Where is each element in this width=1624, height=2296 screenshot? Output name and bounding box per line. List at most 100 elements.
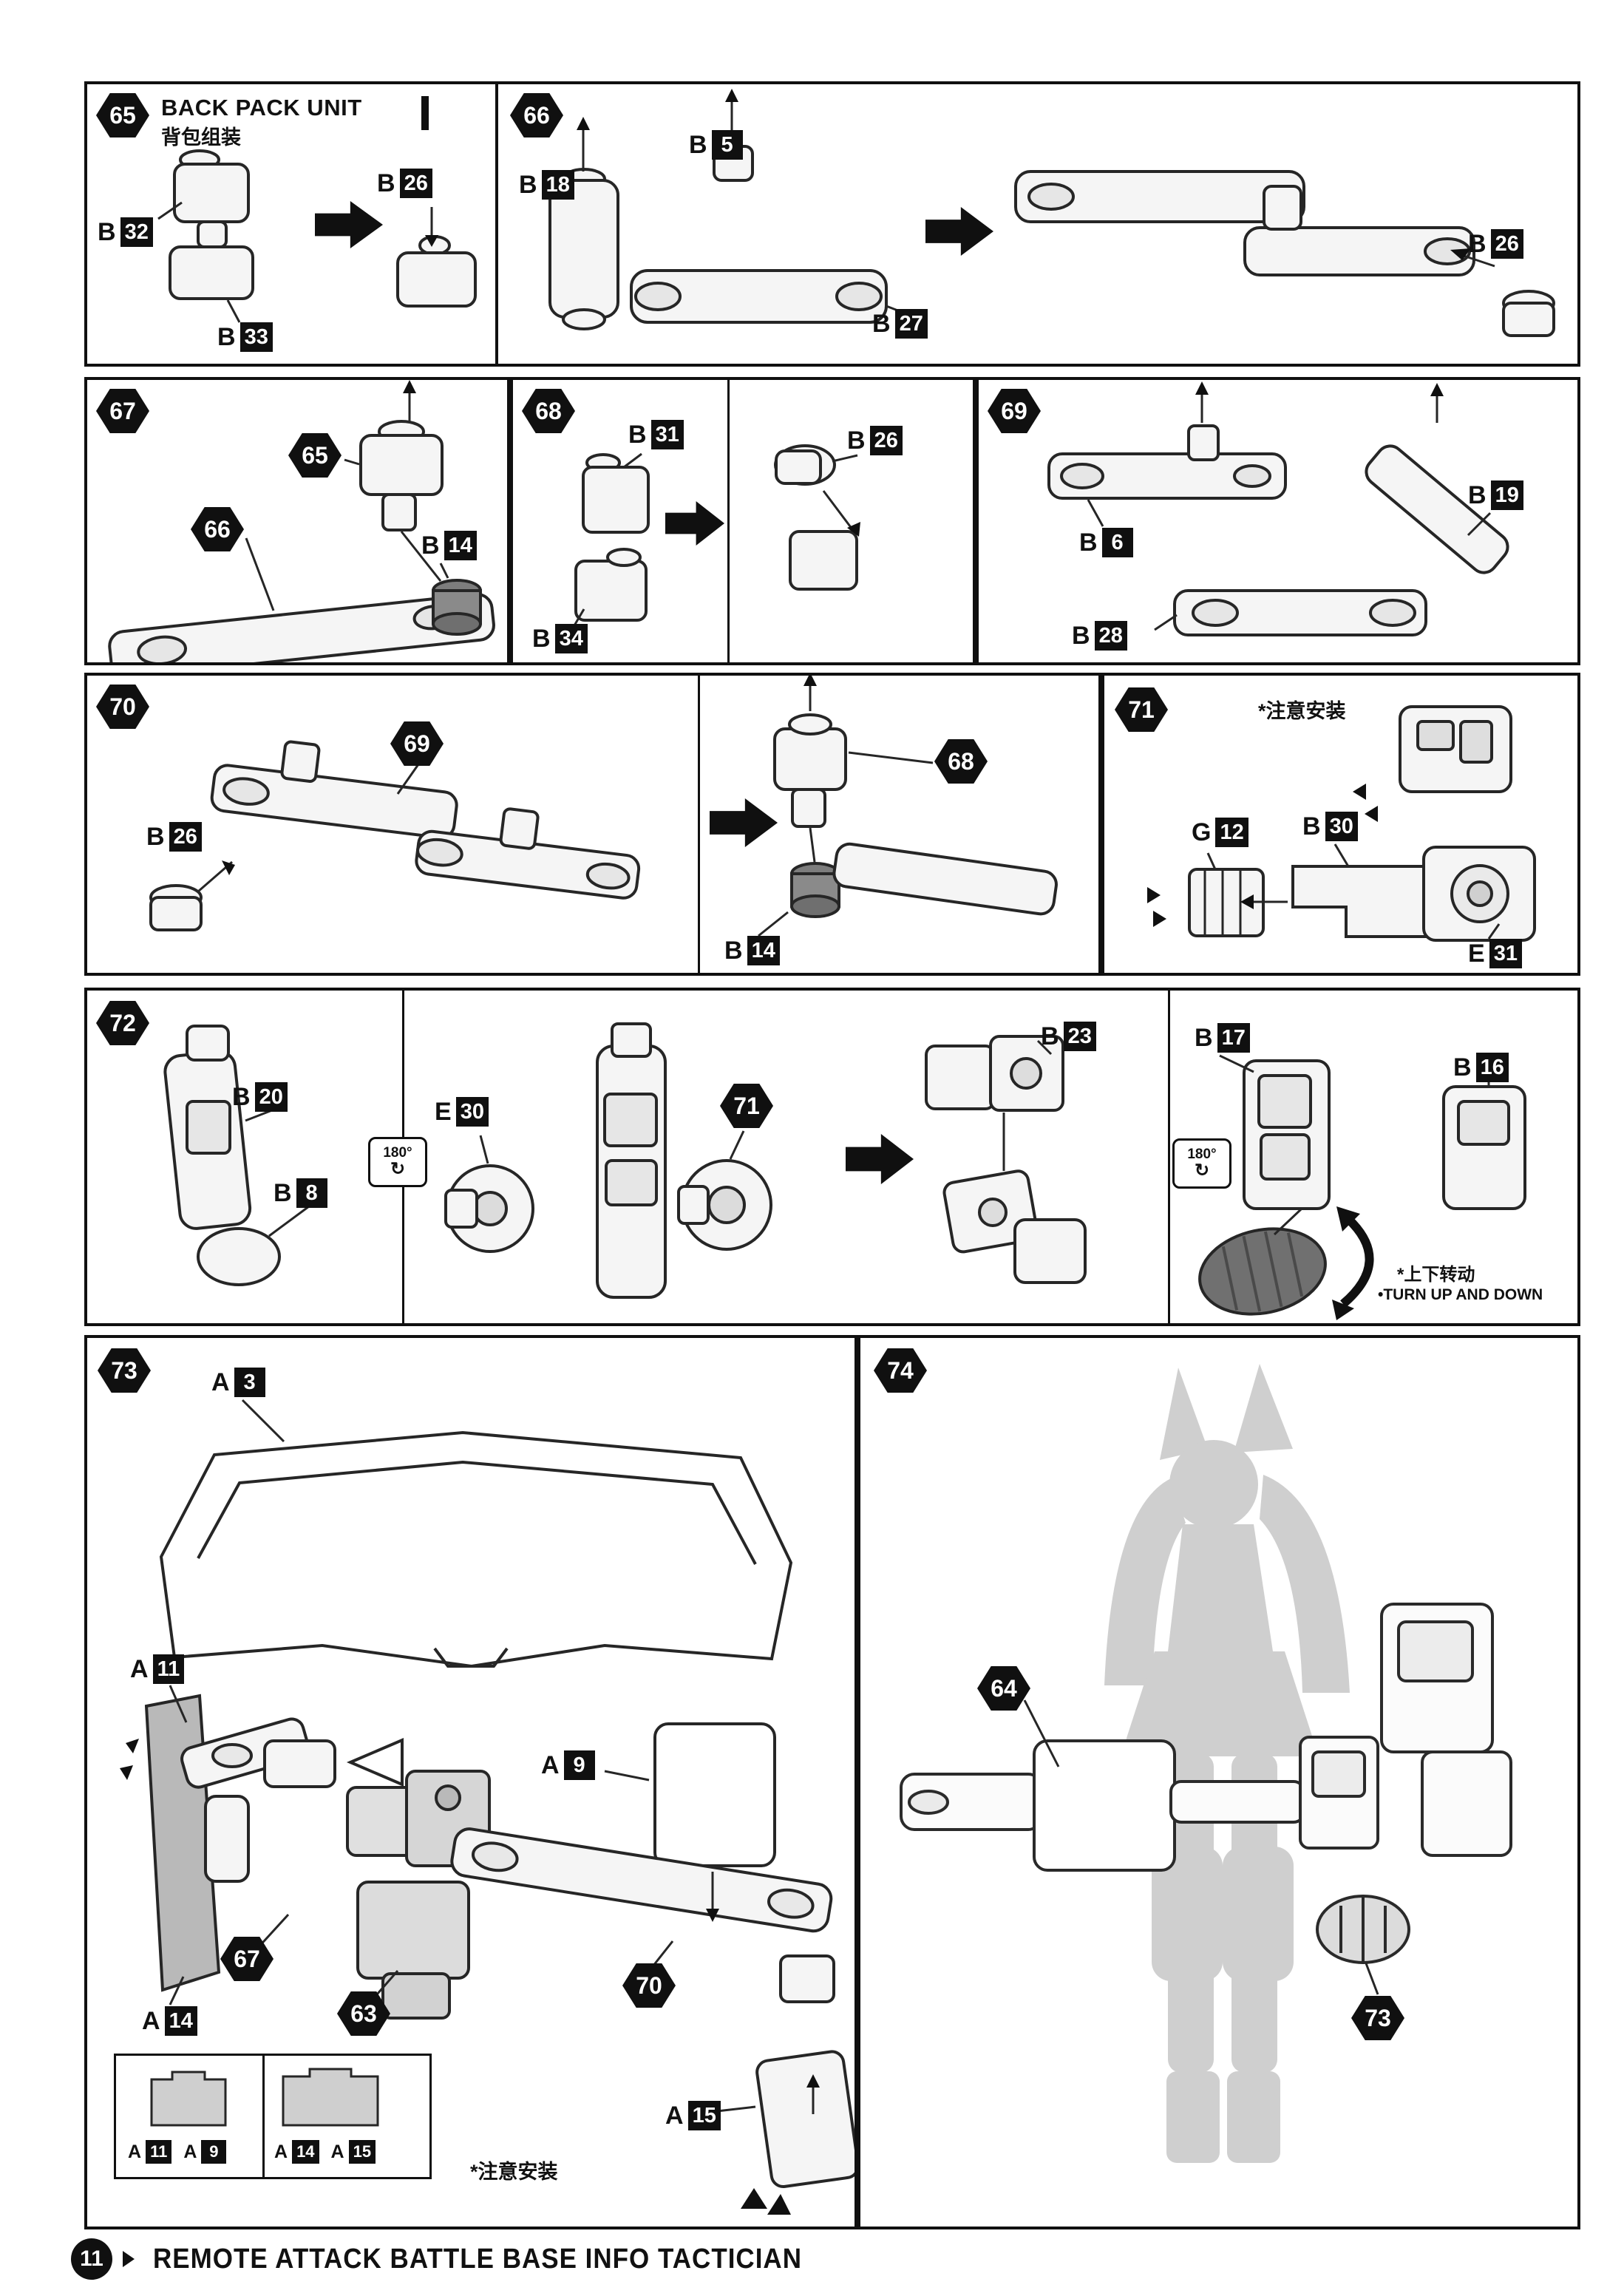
panel-divider xyxy=(1168,991,1170,1323)
part-number: 23 xyxy=(1063,1022,1096,1051)
parts-drawing xyxy=(163,1022,1526,1316)
panel-divider xyxy=(727,380,730,662)
part-number: 31 xyxy=(1489,939,1522,968)
part-letter: A xyxy=(665,2101,684,2130)
part-number: 31 xyxy=(650,420,684,449)
part-number: 33 xyxy=(239,322,273,352)
turn-note-en: •TURN UP AND DOWN xyxy=(1378,1286,1543,1303)
panel-divider xyxy=(698,676,700,973)
part-letter: B xyxy=(689,130,707,159)
a15-panel-part xyxy=(755,2050,855,2189)
part-letter: A xyxy=(330,2141,344,2162)
part-letter: B xyxy=(274,1178,292,1207)
part-number: 26 xyxy=(869,426,903,455)
pointer-left-icon xyxy=(1353,784,1366,800)
pointer-left-icon xyxy=(1365,806,1378,822)
part-letter: A xyxy=(211,1368,230,1396)
part-letter: B xyxy=(232,1082,251,1111)
arrow-head xyxy=(706,1909,719,1922)
pointer-lines xyxy=(245,392,449,611)
arrow-head xyxy=(1332,1300,1354,1320)
part-letter: B xyxy=(1468,480,1487,509)
illustration-step-73 xyxy=(120,1399,855,2215)
part-letter: B xyxy=(532,624,551,653)
part-letter: G xyxy=(1192,818,1212,846)
arrow-head xyxy=(806,2074,820,2088)
part-number: 18 xyxy=(541,170,574,200)
arrow-head xyxy=(1450,248,1471,260)
rotate-180-icon: 180°↻ xyxy=(368,1137,427,1187)
part-number: 9 xyxy=(201,2140,227,2164)
turn-arrow-curve xyxy=(1340,1215,1374,1308)
parts-drawing xyxy=(108,420,495,662)
part-number: 30 xyxy=(455,1097,489,1127)
part-letter: B xyxy=(847,426,866,455)
part-number: 15 xyxy=(348,2140,376,2164)
part-number: 12 xyxy=(1215,818,1248,847)
part-number: 15 xyxy=(687,2101,721,2130)
title-tick-mark xyxy=(421,96,429,130)
part-number: 26 xyxy=(1490,229,1523,259)
parts-drawing xyxy=(548,145,1555,337)
part-number: 11 xyxy=(146,2140,172,2164)
hollow-left-arrow xyxy=(346,1737,404,1787)
part-letter: B xyxy=(724,936,743,965)
part-letter: E xyxy=(435,1097,452,1126)
illustration-step-68 xyxy=(568,444,860,635)
parts-drawing xyxy=(1047,424,1509,636)
part-letter: B xyxy=(377,169,395,197)
pointer-lines xyxy=(1023,1699,1379,1995)
part-letter: B xyxy=(1041,1022,1059,1050)
part-number: 8 xyxy=(296,1178,327,1208)
install-note: *注意安装 xyxy=(470,2161,558,2183)
figure-silhouette xyxy=(1104,1364,1350,2163)
part-number: 26 xyxy=(399,169,432,198)
pointer-tri xyxy=(767,2194,791,2215)
pointer-lines xyxy=(1203,843,1501,940)
part-letter: A xyxy=(274,2141,288,2162)
part-letter: A xyxy=(130,1654,149,1683)
part-letter: B xyxy=(628,420,647,449)
arrow-head xyxy=(803,676,817,686)
rotate-arrow-glyph: ↻ xyxy=(390,1158,406,1179)
pointer-right-icon xyxy=(1147,887,1161,903)
pointer-right-icon xyxy=(1153,911,1166,927)
illustration-step-66 xyxy=(548,89,1555,337)
pointer-lines xyxy=(1087,393,1492,631)
a9-panel-part xyxy=(653,1722,776,1867)
part-letter: B xyxy=(1468,229,1487,258)
part-letter: B xyxy=(519,170,537,199)
arrow-head xyxy=(1240,894,1254,909)
page-number-badge: 11 xyxy=(71,2238,112,2280)
parts-drawing xyxy=(1188,705,1536,942)
part-number: 16 xyxy=(1475,1053,1509,1082)
